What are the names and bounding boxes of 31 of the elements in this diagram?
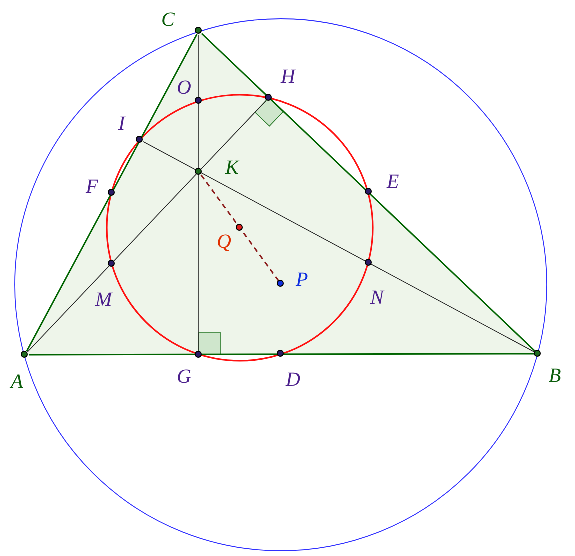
point-dot <box>108 189 115 196</box>
point-label: E <box>387 172 400 192</box>
line-segment <box>143 142 535 352</box>
line-segment <box>198 34 200 352</box>
point-label: C <box>162 10 175 30</box>
point-dot <box>534 350 541 357</box>
point-label: M <box>96 290 112 310</box>
point-dot <box>195 351 202 358</box>
line-segment <box>26 34 198 352</box>
point-dot <box>365 188 372 195</box>
point-label: G <box>177 367 192 387</box>
point-label: A <box>11 372 24 392</box>
point-label: D <box>286 370 300 390</box>
dashed-line <box>200 174 280 282</box>
point-dot <box>21 351 28 358</box>
line-segment <box>201 33 536 352</box>
point-dot <box>136 136 143 143</box>
point-dot <box>265 94 272 101</box>
point-dot <box>277 350 284 357</box>
point-label: P <box>296 270 308 290</box>
point-label: Q <box>217 232 232 252</box>
point-label: K <box>226 158 239 178</box>
point-label: B <box>549 366 562 386</box>
line-segment <box>29 353 534 356</box>
point-label: N <box>370 288 384 308</box>
line-segment <box>27 100 267 352</box>
point-label: I <box>118 114 126 134</box>
point-label: F <box>86 177 98 197</box>
point-label: O <box>177 78 192 98</box>
point-label: H <box>281 67 296 87</box>
point-dot <box>195 27 202 34</box>
